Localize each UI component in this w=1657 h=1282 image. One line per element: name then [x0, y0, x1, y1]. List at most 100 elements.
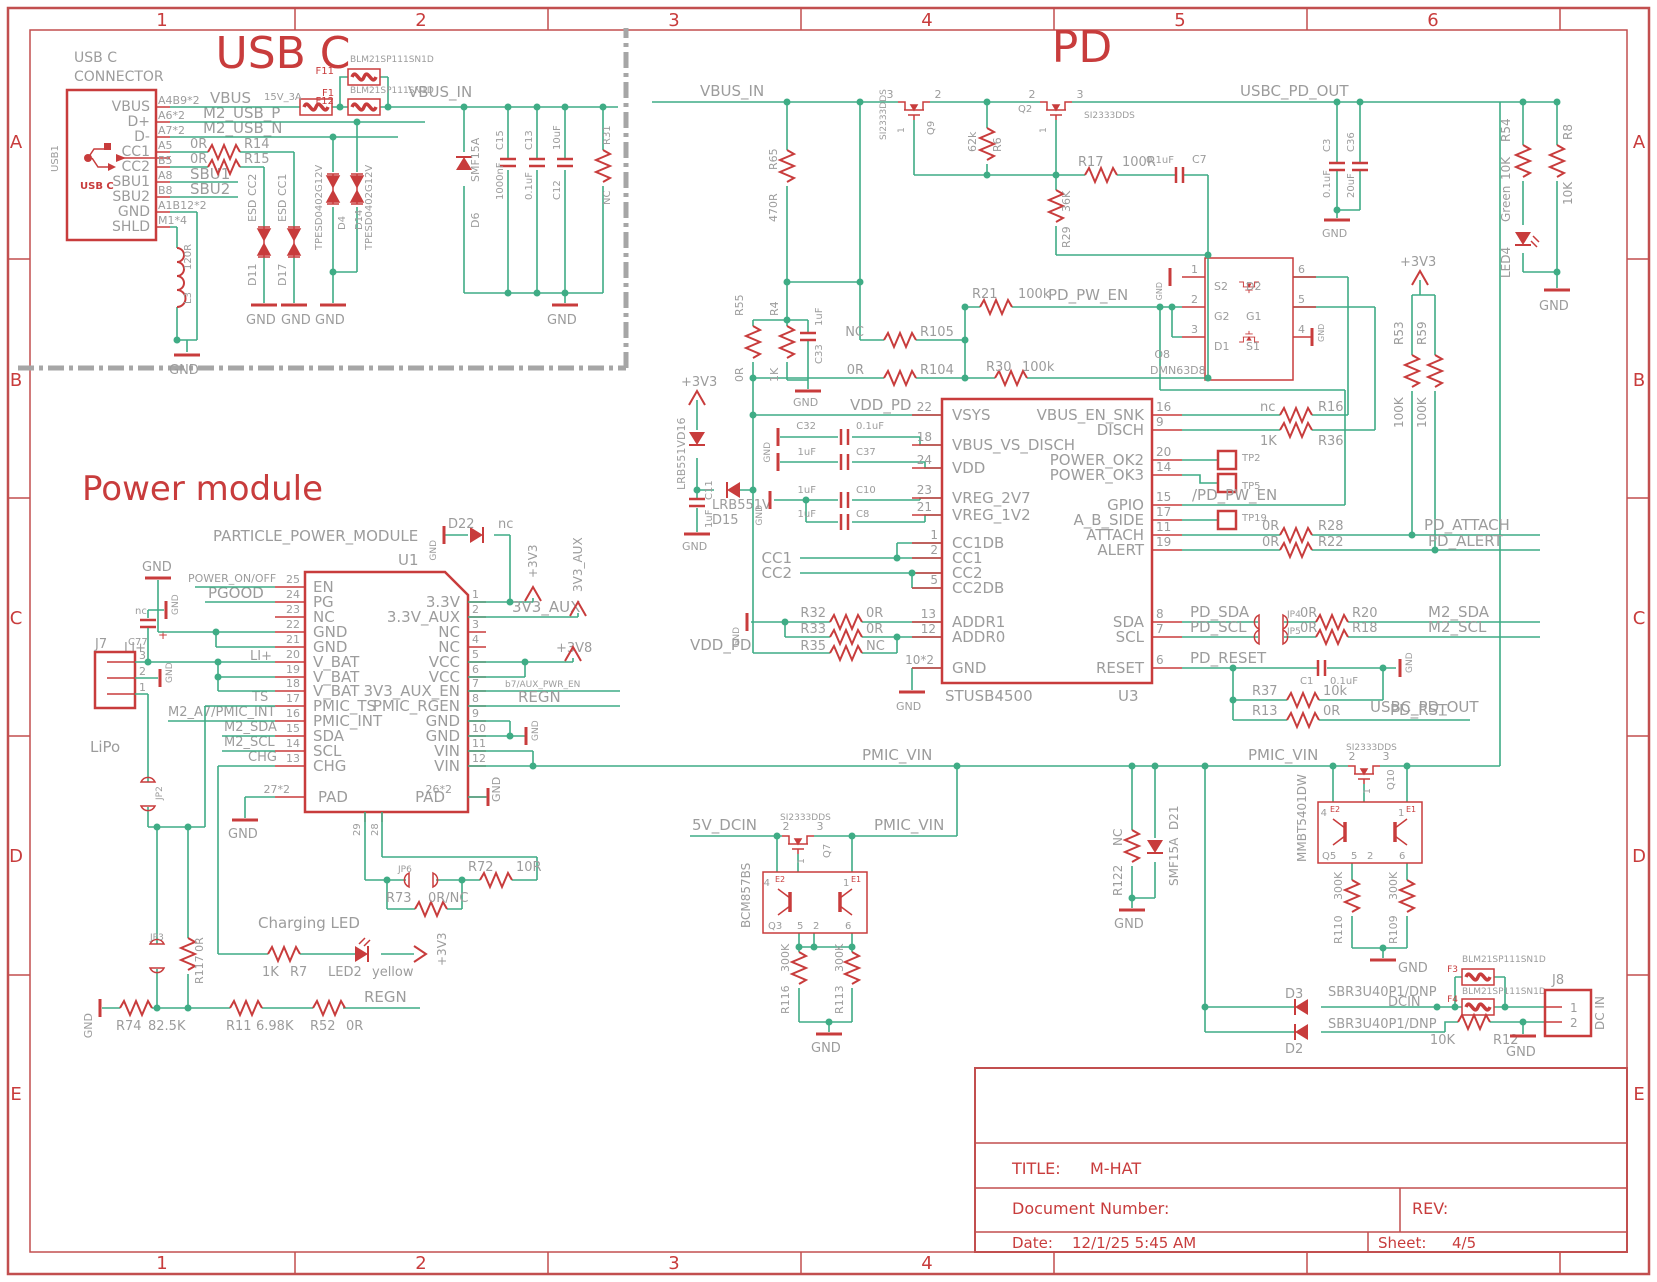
ref: D22: [448, 517, 475, 532]
value: 100k: [1018, 287, 1051, 302]
value: 1uF: [704, 509, 715, 528]
diode-D2: [1294, 1023, 1309, 1041]
pin-number: 4: [764, 878, 770, 889]
ref: C77: [128, 637, 148, 648]
net-label: 5V_DCIN: [692, 816, 757, 835]
grid-row: B: [10, 370, 22, 391]
ref: R73: [386, 891, 412, 906]
connector-pin-stubs: [156, 106, 170, 228]
part: LRB551V: [712, 498, 771, 513]
ref: F4: [1447, 995, 1458, 1005]
diode-D17: [287, 226, 301, 258]
ref: U3: [1118, 687, 1139, 705]
gnd-label: GND: [1317, 324, 1326, 342]
grid-col: 2: [415, 10, 426, 31]
value: 0R: [1323, 704, 1340, 719]
pin-number: 28: [370, 823, 381, 836]
net-label: CC1: [276, 174, 289, 196]
value: 100R: [1122, 155, 1156, 170]
pin-name: SHLD: [112, 219, 150, 235]
ref: LED4: [1499, 247, 1513, 278]
resistor-R20: [1315, 614, 1349, 630]
jumper-JP2: [140, 776, 156, 812]
ref: C12: [552, 180, 563, 200]
cap-C33: [798, 331, 818, 342]
value: 100K: [1415, 396, 1429, 428]
power-arrow-right: [413, 945, 428, 963]
pin-number: 1: [1570, 1001, 1578, 1015]
power-wires: [102, 534, 1500, 1009]
ref: C3: [1322, 139, 1333, 152]
net-label: PD_RST: [1390, 701, 1448, 720]
gnd-label: GND: [1405, 652, 1415, 673]
jumper-JP5: [1253, 629, 1289, 645]
part: STUSB4500: [945, 687, 1033, 705]
gnd-label: GND: [531, 720, 541, 741]
resistor-R33: [829, 629, 863, 645]
net-label: PMIC_VIN: [862, 746, 932, 765]
ic-U1-body: [303, 570, 470, 814]
pin-number: 11: [472, 737, 486, 750]
pin-designator: A5: [158, 139, 173, 152]
pin-name: PAD: [318, 788, 348, 806]
gnd-label: GND: [169, 363, 199, 378]
ref: R4: [768, 301, 781, 316]
pin-name: CHG: [313, 757, 346, 775]
jumper-JP3: [149, 938, 165, 974]
net-label: TS: [251, 690, 268, 705]
ref: R30: [986, 360, 1012, 375]
pin-name: GND: [952, 659, 986, 677]
gnd-label: GND: [1506, 1045, 1536, 1060]
value: 300K: [1387, 871, 1400, 900]
value: NC: [845, 325, 864, 340]
gnd-label: GND: [1398, 961, 1428, 976]
value: 0.1uF: [1322, 170, 1333, 198]
net-label: PMIC_VIN: [874, 816, 944, 835]
gnd-label: GND: [281, 313, 311, 328]
value: 100K: [1392, 396, 1406, 428]
power-module-section: PARTICLE_POWER_MODULE U1 25 24 23 22 21 …: [82, 517, 1500, 1038]
value: NC: [1111, 829, 1125, 846]
ref: C1: [1300, 676, 1313, 687]
connector-J7: [93, 650, 137, 710]
resistor-R31: [595, 149, 611, 183]
section-divider: [18, 28, 629, 371]
ref: R65: [767, 148, 780, 170]
pin-name: ADDR0: [952, 628, 1005, 646]
ref: R18: [1352, 621, 1378, 636]
pin-number: 1: [139, 681, 146, 694]
ref: R55: [733, 294, 746, 316]
pd-wires: [652, 101, 1558, 766]
part: SMF15A: [1167, 837, 1181, 886]
ref: D17: [276, 264, 289, 286]
pin-number: 4: [1298, 323, 1305, 336]
value: 10k: [1323, 684, 1348, 699]
pin-number: 6: [472, 663, 479, 676]
pin-name: PMIC_RGEN: [373, 697, 460, 716]
resistor-R14: [207, 144, 241, 160]
grid-column-labels: 1 2 3 4 5 6 1 2 3 4: [156, 10, 1438, 1274]
pin-designator: A4B9*2: [158, 94, 200, 107]
pin-number: 13: [286, 752, 300, 765]
titleblock-sheet-label: Sheet:: [1378, 1234, 1426, 1252]
ref: R11: [226, 1019, 252, 1034]
net-label: REGN: [518, 688, 561, 706]
usbc-section-title: USB C: [215, 28, 350, 79]
grid-row: E: [10, 1084, 21, 1105]
resistor-R21: [979, 299, 1013, 315]
ref: R59: [1415, 321, 1429, 345]
ref: C8: [856, 509, 869, 520]
part: BCM857BS: [739, 863, 753, 928]
ref: R8: [1561, 124, 1575, 140]
ref: R16: [1318, 400, 1344, 415]
value: 0.1uF: [1146, 155, 1174, 166]
titleblock-doc-label: Document Number:: [1012, 1199, 1169, 1218]
pin-number: 10*2: [905, 653, 934, 667]
ref: D4: [337, 216, 348, 230]
ref: TP5: [1241, 481, 1261, 492]
pin-number: 5: [1298, 293, 1305, 306]
pin-name: ADDR1: [952, 613, 1005, 631]
ref: JP3: [149, 933, 164, 943]
pin-number: 2: [1349, 750, 1356, 763]
pin-name: S2: [1214, 280, 1228, 293]
